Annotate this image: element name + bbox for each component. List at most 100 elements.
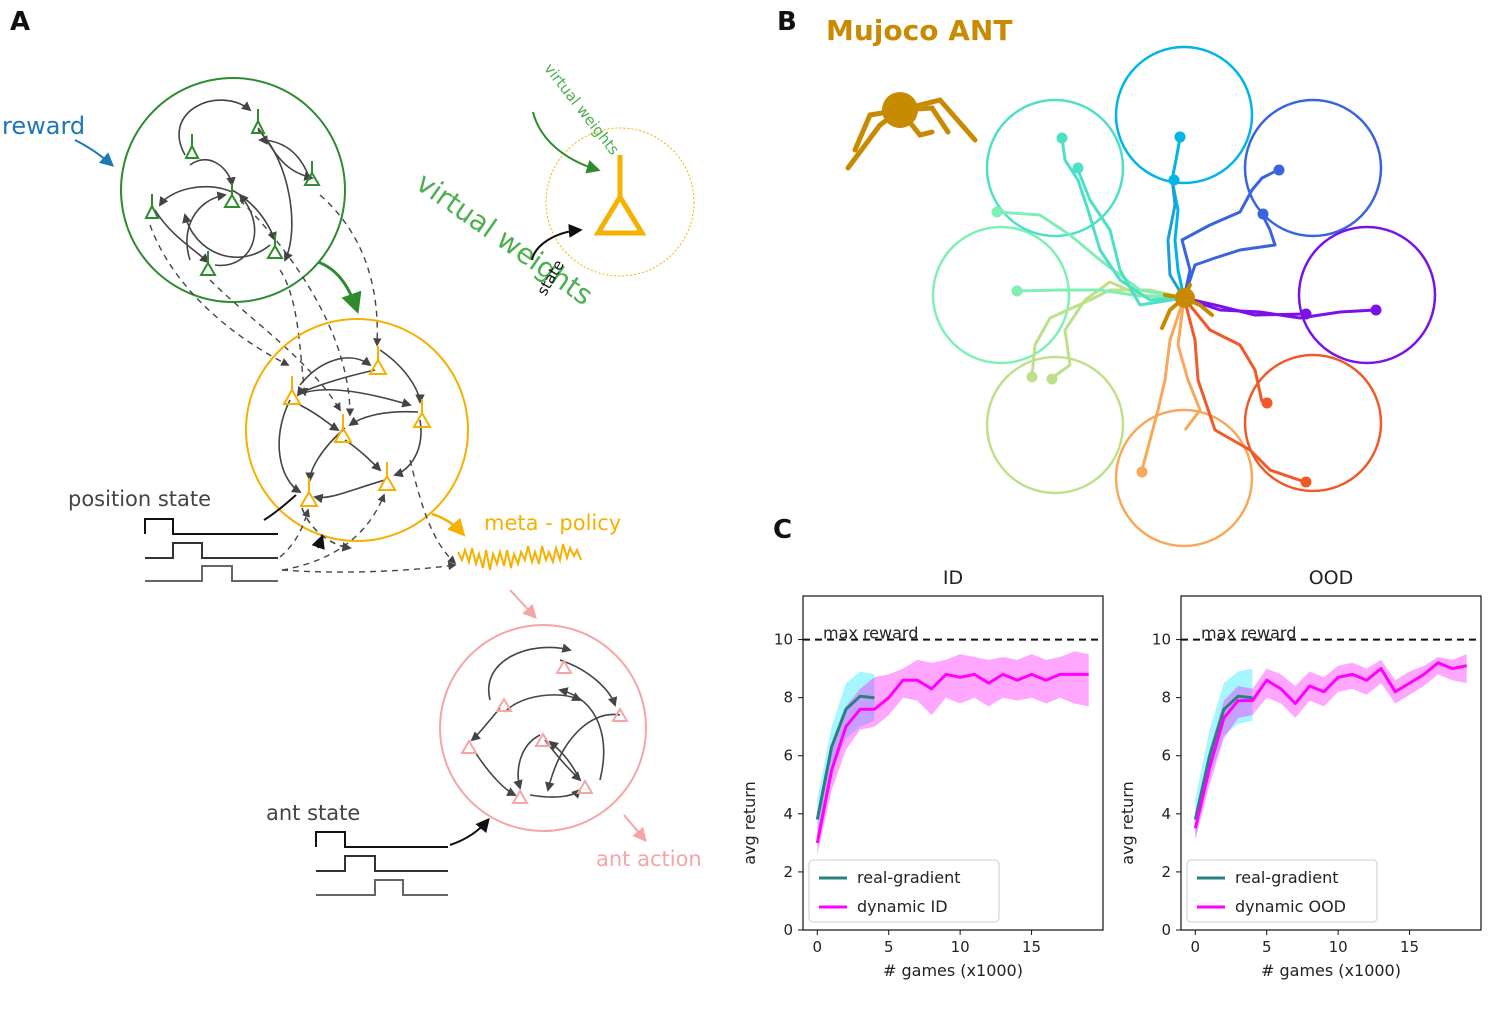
y-tick-label: 10 [774, 631, 793, 649]
y-tick-label: 6 [783, 747, 793, 765]
goal-circle [985, 98, 1125, 238]
series-line [815, 672, 1089, 844]
inset-state-arrow [531, 223, 583, 261]
trajectory [1170, 137, 1186, 299]
center-ant-body [1175, 288, 1195, 308]
y-tick-label: 0 [1161, 921, 1171, 939]
ant-state-signals [315, 831, 448, 896]
series-line [1193, 694, 1253, 820]
position-state-line [263, 494, 297, 521]
trajectory [1017, 288, 1185, 300]
goal-circle [1243, 353, 1383, 493]
y-tick-label: 2 [783, 863, 793, 881]
y-tick-label: 0 [783, 921, 793, 939]
ant-state-arrow [449, 817, 490, 846]
virtual-weights-label-group: virtual weights [410, 166, 599, 312]
trajectory [1183, 296, 1306, 317]
position-state-dashed [279, 493, 457, 573]
position-state-label: position state [68, 487, 211, 511]
goal-circle [985, 355, 1125, 495]
pink-network-connections [470, 643, 621, 799]
max-reward-label: max reward [1201, 624, 1296, 643]
yellow-neurons [282, 346, 432, 507]
y-tick-label: 8 [1161, 689, 1171, 707]
goal-circle [1297, 225, 1437, 365]
goal-circle [931, 225, 1071, 365]
trajectory [1182, 297, 1264, 403]
reward-label: reward [2, 112, 85, 140]
green-neurons [144, 109, 321, 276]
series-band [1195, 668, 1253, 838]
y-axis-label: avg return [740, 781, 759, 864]
weight-projection-arrows [149, 194, 382, 417]
panel-c-letter: C [773, 515, 792, 545]
meta-policy-signal [457, 543, 582, 571]
legend-label: dynamic ID [857, 897, 948, 916]
yellow-to-policy-dashed [409, 459, 457, 565]
x-tick-label: 10 [951, 938, 970, 956]
x-tick-label: 10 [1329, 938, 1348, 956]
green-network-connections [154, 99, 314, 267]
meta-policy-arrow [431, 512, 466, 537]
y-tick-label: 2 [1161, 863, 1171, 881]
goal-circle [1114, 45, 1254, 185]
y-tick-label: 4 [1161, 805, 1171, 823]
x-tick-label: 0 [813, 938, 823, 956]
series-band [817, 671, 875, 838]
legend-label: dynamic OOD [1235, 897, 1346, 916]
inset-neuron [593, 155, 647, 236]
trajectories [997, 137, 1376, 484]
chart-title: OOD [1309, 567, 1354, 589]
ant-action-arrow [623, 814, 647, 843]
trajectory [1076, 169, 1185, 307]
panel-a: A reward vi [2, 7, 702, 896]
meta-policy-network [245, 318, 469, 542]
x-axis-label: # games (x1000) [1261, 961, 1401, 980]
legend-label: real-gradient [1235, 868, 1339, 887]
trajectory [1060, 137, 1185, 302]
plot-frame [1180, 595, 1482, 931]
y-tick-label: 8 [783, 689, 793, 707]
x-tick-label: 5 [884, 938, 894, 956]
panel-b: B Mujoco ANT [777, 7, 1437, 548]
trajectory [1176, 297, 1202, 431]
legend-label: real-gradient [857, 868, 961, 887]
goal-circles [931, 45, 1437, 548]
series-line [815, 694, 875, 820]
policy-to-action-arrow [509, 589, 537, 620]
trajectory [1182, 297, 1306, 484]
y-tick-label: 6 [1161, 747, 1171, 765]
ant-body [882, 92, 918, 128]
ant-state-label: ant state [266, 801, 360, 825]
ant-action-label: ant action [596, 847, 702, 871]
meta-policy-label: meta - policy [484, 511, 621, 535]
x-tick-label: 15 [1400, 938, 1419, 956]
series-band [1195, 654, 1467, 840]
x-axis-label: # games (x1000) [883, 961, 1023, 980]
trajectory [1166, 177, 1186, 299]
legend-box [808, 859, 1000, 923]
trajectory-endpoints [991, 131, 1382, 488]
pink-neurons [460, 659, 629, 804]
series-line [1193, 661, 1467, 829]
y-axis-label: avg return [1118, 781, 1137, 864]
position-state-arrowhead [311, 534, 325, 550]
goal-circle [1114, 408, 1254, 548]
panel-b-title: Mujoco ANT [826, 14, 1012, 47]
max-reward-label: max reward [823, 624, 918, 643]
yellow-feedback-arrow [301, 507, 352, 552]
ant-action-network [439, 624, 647, 832]
plot-frame [802, 595, 1104, 931]
panel-b-letter: B [777, 7, 797, 37]
inset-weights-arrow [532, 111, 601, 174]
reward-arrow [74, 139, 115, 167]
inset-neuron-circle [545, 127, 695, 277]
trajectory [1140, 297, 1186, 471]
virtual-weights-arrow [317, 260, 362, 314]
trajectory [1180, 168, 1279, 299]
position-state-signals [144, 518, 278, 582]
